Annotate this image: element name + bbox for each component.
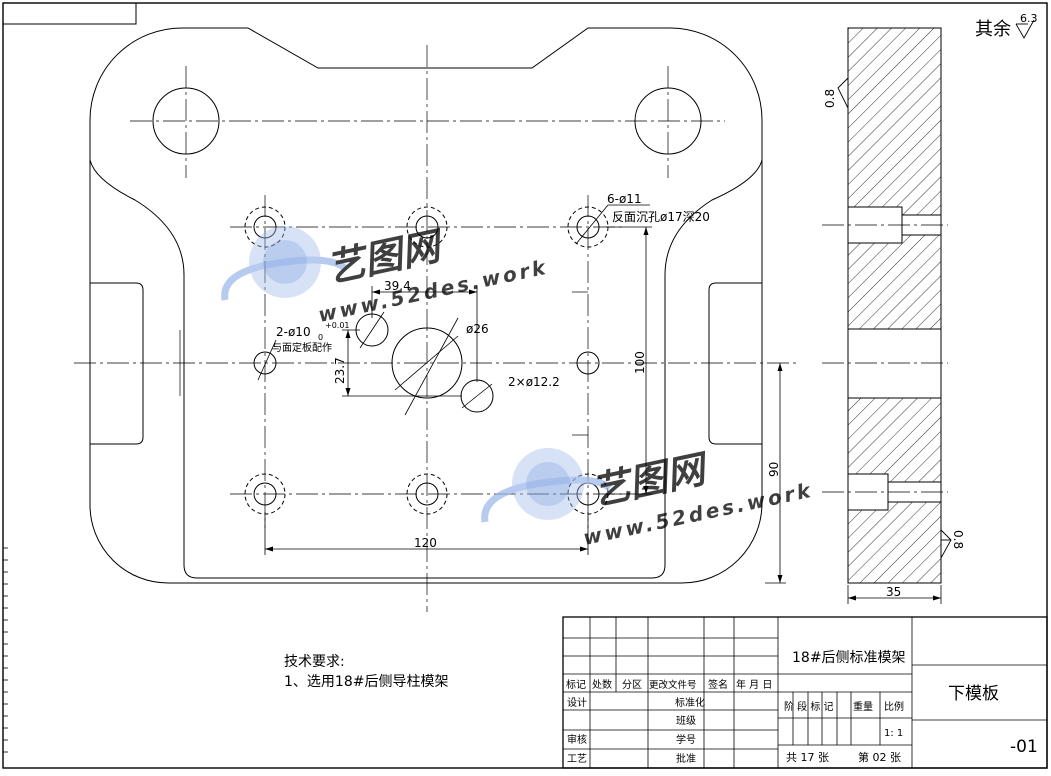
tb-mark: 标记 [566, 679, 586, 691]
tb-stage-mark: 阶 段 标 记 [784, 700, 834, 713]
section-hatch-top [847, 27, 942, 330]
tb-sheets-total: 共 17 张 [786, 751, 829, 764]
tb-class: 班级 [676, 715, 696, 727]
roughness-face-bottom: 0.8 [951, 530, 965, 549]
roughness-other-label: 其余 [975, 19, 1011, 40]
plan-view [74, 27, 800, 612]
screw-holes-callout: 6-ø11 [607, 192, 642, 206]
plate-outline [89, 27, 763, 584]
tb-signature: 签名 [708, 678, 728, 691]
dim-23-7: 23.7 [333, 357, 347, 384]
small-holes-callout: 2×ø12.2 [508, 375, 560, 389]
tb-date: 年 月 日 [736, 678, 772, 691]
roughness-other: 其余 6.3 [975, 12, 1038, 40]
tb-process: 工艺 [567, 753, 587, 765]
plan-view-labels: 6-ø11 反面沉孔ø17深20 39.4 2-ø10 +0.01 0 与面定板… [272, 192, 781, 550]
dim-39-4: 39.4 [384, 279, 411, 293]
tb-sheet-current: 第 02 张 [858, 750, 901, 764]
center-lines [74, 45, 800, 612]
watermark-lower: 艺图网 www.52des.work [481, 446, 815, 550]
counterbore-callout: 反面沉孔ø17深20 [612, 210, 710, 224]
hole-leaders [257, 204, 650, 416]
title-block-labels: 标记 处数 分区 更改文件号 签名 年 月 日 设计 标准化 班级 学号 审核 … [566, 650, 1038, 765]
pin-holes-callout: 2-ø10 [276, 325, 311, 339]
tb-design: 设计 [567, 696, 587, 709]
watermark-upper: 艺图网 www.52des.work [221, 223, 550, 327]
tb-ratio: 比例 [884, 700, 904, 713]
section-view [822, 27, 952, 604]
tb-standardize: 标准化 [675, 696, 705, 709]
roughness-face-top: 0.8 [823, 89, 837, 108]
dim-35: 35 [886, 585, 901, 599]
dimension-arrows [265, 227, 783, 583]
tb-change-doc: 更改文件号 [649, 679, 697, 691]
left-slot [90, 282, 144, 445]
tb-weight: 重量 [853, 700, 873, 713]
tb-approve: 批准 [676, 752, 696, 765]
right-slot [708, 282, 762, 445]
pin-note: 与面定板配作 [272, 341, 332, 354]
tb-part-name: 下模板 [948, 684, 999, 704]
tb-student-no: 学号 [676, 733, 696, 746]
dimension-lines [264, 226, 786, 584]
technical-requirements: 技术要求: 1、选用18#后侧导柱模架 [284, 654, 448, 690]
dim-90: 90 [767, 462, 781, 477]
roughness-other-value: 6.3 [1020, 12, 1038, 25]
tb-scale: 1: 1 [884, 728, 903, 739]
tb-zone: 分区 [622, 679, 642, 691]
center-hole-callout: ø26 [466, 322, 489, 336]
tech-req-item-1: 1、选用18#后侧导柱模架 [284, 674, 448, 690]
section-view-labels: 35 0.8 0.8 [823, 89, 965, 599]
plate-inner-outline [89, 159, 763, 579]
tb-count: 处数 [592, 678, 612, 691]
pin-tolerance-upper: +0.01 [325, 321, 350, 330]
pin-tolerance-lower: 0 [318, 333, 323, 342]
tb-project: 18#后侧标准模架 [792, 650, 906, 666]
tech-req-heading: 技术要求: [284, 654, 345, 670]
dim-100: 100 [633, 351, 647, 374]
dim-120: 120 [414, 536, 437, 550]
tb-drawing-number: -01 [1010, 737, 1038, 757]
title-block [562, 616, 1048, 769]
tb-review: 审核 [567, 733, 587, 746]
